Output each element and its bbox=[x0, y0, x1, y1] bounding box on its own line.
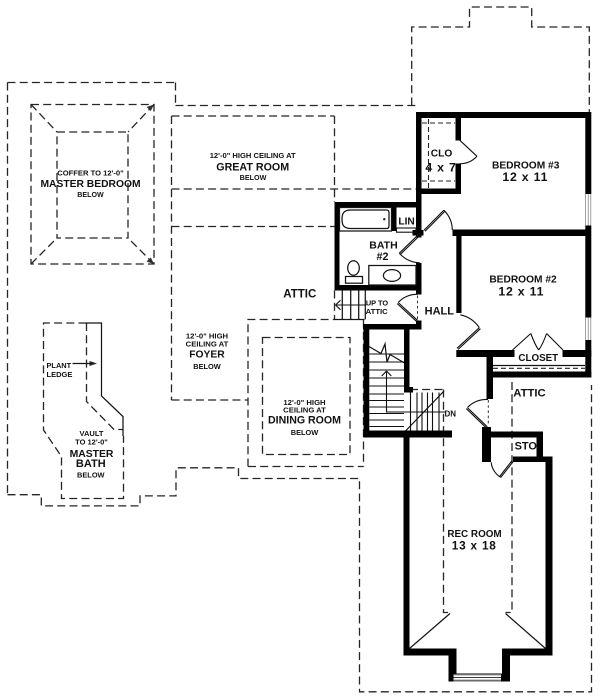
svg-text:BELOW: BELOW bbox=[193, 362, 221, 371]
svg-text:BEDROOM #2: BEDROOM #2 bbox=[489, 274, 557, 285]
svg-text:UP TO: UP TO bbox=[366, 298, 389, 307]
svg-text:LIN: LIN bbox=[398, 217, 414, 228]
svg-text:ATTIC: ATTIC bbox=[283, 288, 316, 300]
svg-text:CEILING AT: CEILING AT bbox=[186, 340, 229, 349]
svg-text:COFFER TO 12'-0": COFFER TO 12'-0" bbox=[57, 169, 124, 178]
svg-text:MASTER: MASTER bbox=[70, 449, 114, 460]
svg-text:PLANT: PLANT bbox=[47, 361, 72, 370]
svg-text:VAULT: VAULT bbox=[80, 429, 104, 438]
svg-text:CLO: CLO bbox=[431, 148, 453, 159]
svg-text:BATH: BATH bbox=[76, 458, 106, 470]
svg-text:12 x 11: 12 x 11 bbox=[502, 170, 548, 184]
svg-text:BATH: BATH bbox=[369, 239, 397, 251]
svg-text:HALL: HALL bbox=[425, 306, 455, 318]
svg-text:BELOW: BELOW bbox=[240, 173, 267, 182]
svg-text:12 x 11: 12 x 11 bbox=[498, 285, 544, 299]
svg-text:BEDROOM #3: BEDROOM #3 bbox=[492, 160, 560, 171]
svg-text:13 x 18: 13 x 18 bbox=[452, 538, 497, 552]
svg-text:DN: DN bbox=[445, 410, 457, 419]
svg-text:CLOSET: CLOSET bbox=[518, 353, 558, 364]
svg-text:MASTER BEDROOM: MASTER BEDROOM bbox=[40, 179, 140, 190]
svg-text:BELOW: BELOW bbox=[77, 470, 105, 479]
svg-text:STO: STO bbox=[515, 440, 538, 452]
svg-text:CEILING AT: CEILING AT bbox=[283, 406, 326, 415]
svg-text:12'-0" HIGH: 12'-0" HIGH bbox=[283, 398, 326, 407]
svg-text:TO 12'-0": TO 12'-0" bbox=[75, 437, 108, 446]
svg-text:#2: #2 bbox=[376, 251, 388, 263]
svg-text:LEDGE: LEDGE bbox=[47, 370, 73, 379]
svg-text:BELOW: BELOW bbox=[291, 428, 319, 437]
svg-text:BELOW: BELOW bbox=[77, 191, 104, 199]
svg-text:REC ROOM: REC ROOM bbox=[447, 529, 501, 540]
svg-text:GREAT ROOM: GREAT ROOM bbox=[216, 162, 289, 174]
svg-text:4 x 7: 4 x 7 bbox=[425, 161, 456, 175]
svg-text:DINING ROOM: DINING ROOM bbox=[268, 414, 341, 426]
svg-text:12'-0" HIGH: 12'-0" HIGH bbox=[186, 332, 229, 341]
svg-text:ATTIC: ATTIC bbox=[513, 387, 545, 399]
svg-text:12'-0" HIGH CEILING AT: 12'-0" HIGH CEILING AT bbox=[210, 151, 296, 160]
svg-text:FOYER: FOYER bbox=[189, 350, 225, 361]
svg-text:ATTIC: ATTIC bbox=[366, 307, 389, 316]
